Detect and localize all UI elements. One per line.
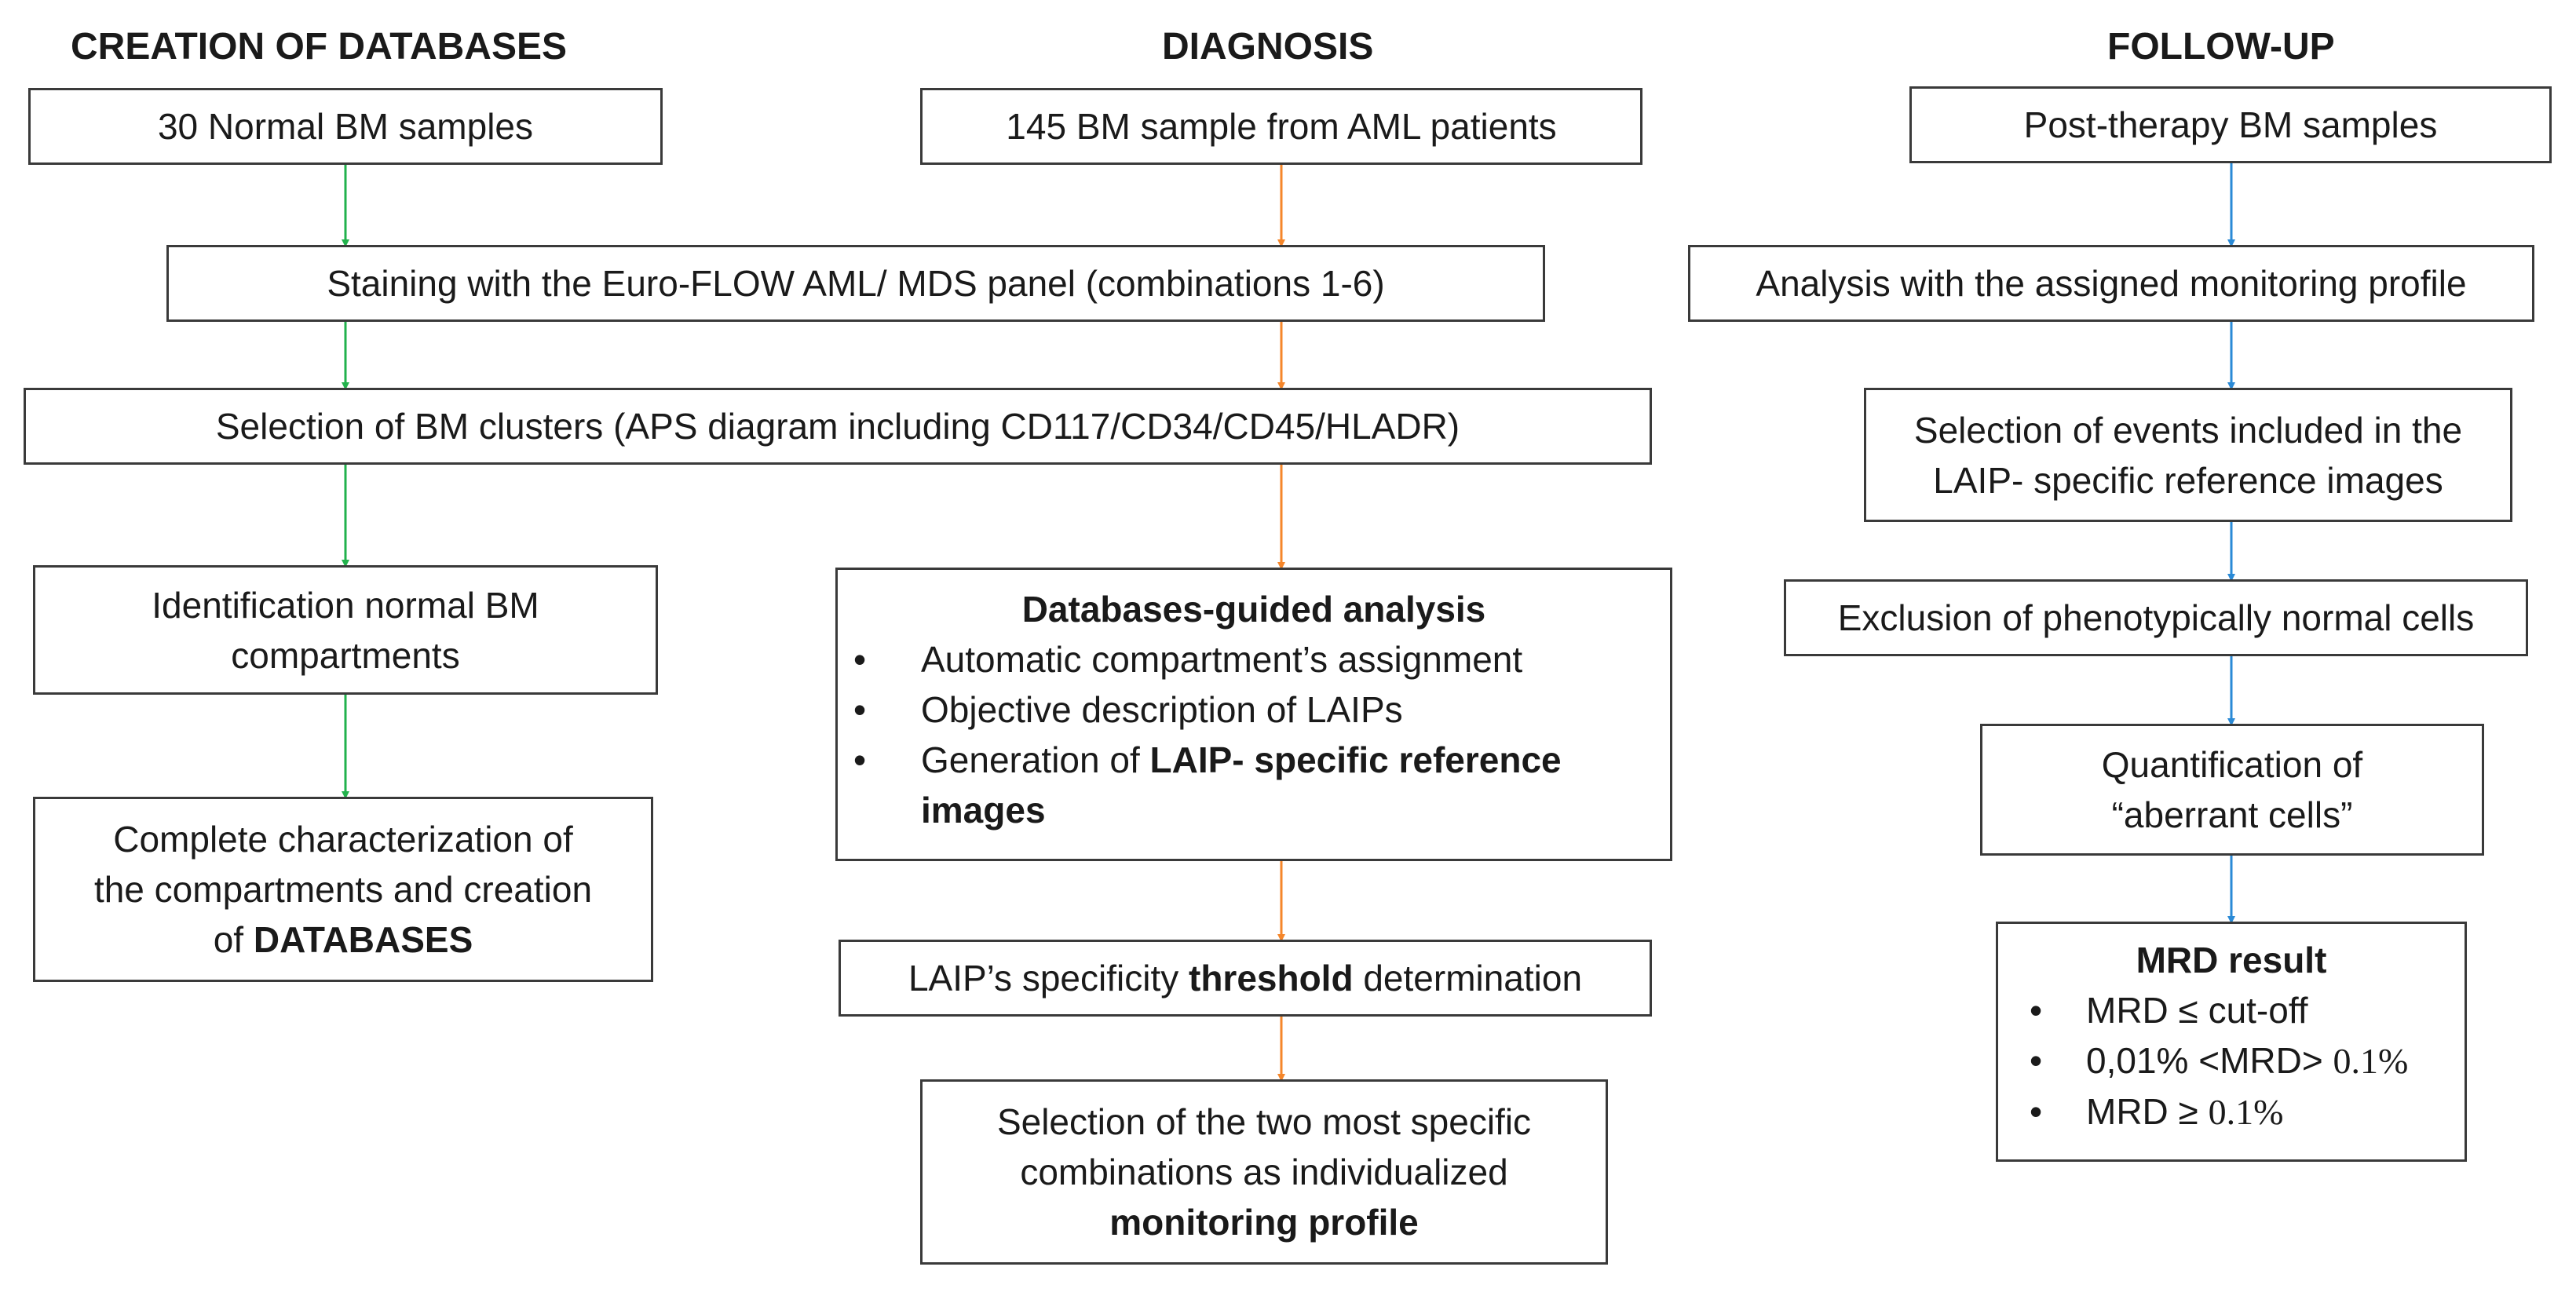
box-normal-bm-samples: 30 Normal BM samples [28,88,663,165]
box-mrd-result: MRD result • MRD ≤ cut-off • 0,01% <MRD>… [1996,922,2467,1162]
monitoring-line-2: combinations as individualized [1020,1152,1508,1192]
bullet-dot: • [853,689,867,730]
aml-bm-label: 145 BM sample from AML patients [1006,106,1557,147]
monitoring-line-3-bold: monitoring profile [1109,1202,1419,1243]
bullet-automatic-assignment-text: Automatic compartment’s assignment [921,639,1523,680]
post-therapy-label: Post-therapy BM samples [2023,104,2438,145]
heading-follow-up: FOLLOW-UP [2107,26,2335,68]
bullet-dot: • [853,739,867,780]
mrd-high-b: 0.1% [2208,1092,2284,1132]
box-selection-events: Selection of events included in the LAIP… [1864,388,2512,522]
monitoring-line-1: Selection of the two most specific [996,1101,1532,1142]
characterization-of: of [213,919,254,960]
characterization-line-3: of DATABASES [214,915,473,965]
characterization-databases-bold: DATABASES [253,919,473,960]
mrd-range-b: 0.1% [2333,1041,2409,1081]
box-quantification-aberrant-cells: Quantification of “aberrant cells” [1980,724,2484,856]
box-staining: Staining with the Euro-FLOW AML/ MDS pan… [166,245,1545,322]
bullet-objective-description: • Objective description of LAIPs [853,685,1403,735]
bullet-generation-reference-images: • Generation of LAIP- specific reference [853,735,1562,785]
quantification-line-2: “aberrant cells” [2111,794,2353,835]
generation-bold: LAIP- specific reference [1149,739,1562,780]
mrd-range-a: 0,01% <MRD> [2086,1040,2333,1081]
analysis-profile-label: Analysis with the assigned monitoring pr… [1756,263,2467,304]
selection-events-line-2: LAIP- specific reference images [1933,459,2443,501]
mrd-bullet-range: • 0,01% <MRD> 0.1% [2030,1035,2408,1086]
mrd-bullet-high: • MRD ≥ 0.1% [2030,1086,2283,1137]
threshold-suffix: determination [1353,958,1583,998]
characterization-line-1: Complete characterization of [113,819,573,860]
bullet-dot: • [2030,990,2043,1031]
bullet-dot: • [2030,1091,2043,1132]
box-aml-bm-samples: 145 BM sample from AML patients [920,88,1642,165]
bullet-objective-description-text: Objective description of LAIPs [921,689,1403,730]
mrd-high-a: MRD ≥ [2086,1091,2209,1132]
threshold-prefix: LAIP’s specificity [908,958,1189,998]
generation-continuation-bold: images [921,790,1046,831]
heading-diagnosis: DIAGNOSIS [1162,26,1374,68]
box-complete-characterization: Complete characterization of the compart… [33,797,653,982]
mrd-bullet-cutoff: • MRD ≤ cut-off [2030,985,2308,1035]
box-post-therapy-samples: Post-therapy BM samples [1909,86,2552,163]
selection-events-line-1: Selection of events included in the [1913,409,2463,451]
bullet-generation-continuation: images [853,785,1046,835]
characterization-line-2: the compartments and creation [93,869,593,910]
threshold-line: LAIP’s specificity threshold determinati… [908,953,1582,1003]
heading-creation-of-databases: CREATION OF DATABASES [71,26,567,68]
box-exclusion-normal-cells: Exclusion of phenotypically normal cells [1784,579,2528,656]
bullet-dot: • [2030,1040,2043,1081]
generation-prefix: Generation of [921,739,1150,780]
box-selection-bm-clusters: Selection of BM clusters (APS diagram in… [24,388,1652,465]
mrd-bullet-cutoff-text: MRD ≤ cut-off [2086,990,2308,1031]
mrd-title: MRD result [2136,940,2327,980]
bullet-automatic-assignment: • Automatic compartment’s assignment [853,634,1522,685]
normal-bm-label: 30 Normal BM samples [157,106,534,147]
box-monitoring-profile: Selection of the two most specific combi… [920,1079,1608,1265]
box-threshold-determination: LAIP’s specificity threshold determinati… [839,940,1652,1017]
staining-label: Staining with the Euro-FLOW AML/ MDS pan… [327,263,1385,304]
identification-line-1: Identification normal BM [152,584,539,626]
databases-guided-title: Databases-guided analysis [1021,589,1486,630]
identification-line-2: compartments [231,634,460,676]
box-identification-compartments: Identification normal BM compartments [33,565,658,695]
quantification-line-1: Quantification of [2101,744,2363,785]
threshold-bold: threshold [1189,958,1354,998]
exclusion-label: Exclusion of phenotypically normal cells [1837,597,2475,638]
box-analysis-monitoring-profile: Analysis with the assigned monitoring pr… [1688,245,2534,322]
box-databases-guided-analysis: Databases-guided analysis • Automatic co… [835,568,1672,861]
selection-clusters-label: Selection of BM clusters (APS diagram in… [215,406,1460,447]
bullet-dot: • [853,639,867,680]
